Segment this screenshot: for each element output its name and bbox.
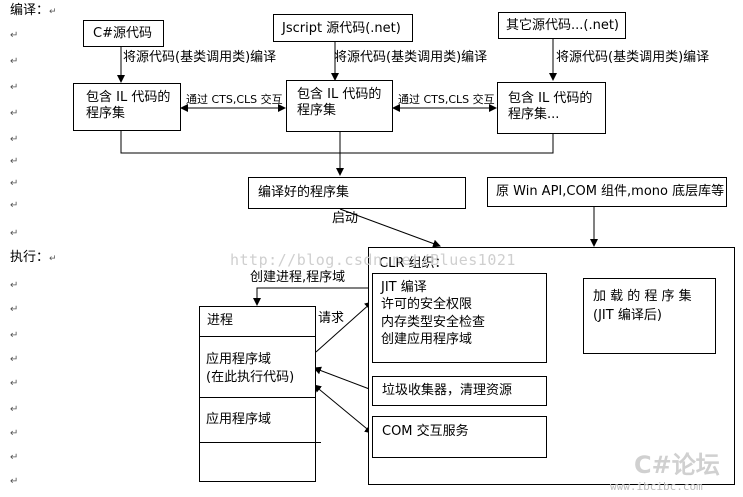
source-other-box: 其它源代码...(.net) bbox=[498, 12, 626, 39]
com-interop-box: COM 交互服务 bbox=[372, 416, 547, 458]
source-jscript-box: Jscript 源代码(.net) bbox=[273, 14, 413, 42]
native-libs-box: 原 Win API,COM 组件,mono 底层库等 bbox=[487, 177, 727, 207]
app-domain-1: 应用程序域 (在此执行代码) bbox=[206, 352, 295, 386]
compile-arrow-label-3: 将源代码(基类调用类)编译 bbox=[556, 50, 710, 65]
request-label: 请求 bbox=[318, 311, 345, 326]
start-label: 启动 bbox=[332, 211, 359, 226]
source-jscript-label: Jscript 源代码(.net) bbox=[282, 21, 401, 36]
execute-section-label: 执行：↵ bbox=[10, 250, 57, 265]
compile-arrow-label-2: 将源代码(基类调用类)编译 bbox=[334, 50, 488, 65]
clr-services-box: JIT 编译 许可的安全权限 内存类型安全检查 创建应用程序域 bbox=[372, 273, 547, 363]
gc-label: 垃圾收集器，清理资源 bbox=[382, 383, 513, 398]
native-libs-label: 原 Win API,COM 组件,mono 底层库等 bbox=[496, 184, 725, 199]
blog-watermark: http://blog.csdn.net/Blues1021 bbox=[230, 251, 516, 269]
process-divider-1 bbox=[199, 336, 316, 337]
il-assembly-label: 包含 IL 代码的 程序集 bbox=[297, 87, 382, 119]
interop-label-1: 通过 CTS,CLS 交互 bbox=[186, 93, 283, 106]
process-divider-2 bbox=[199, 397, 316, 398]
compile-arrow-label-1: 将源代码(基类调用类)编译 bbox=[123, 50, 277, 65]
com-interop-label: COM 交互服务 bbox=[382, 424, 469, 439]
il-assembly-label: 包含 IL 代码的 程序集 bbox=[86, 90, 171, 122]
clr-services-label: JIT 编译 许可的安全权限 内存类型安全检查 创建应用程序域 bbox=[381, 280, 486, 347]
il-assembly-box-3: 包含 IL 代码的 程序集... bbox=[497, 82, 606, 134]
source-csharp-label: C#源代码 bbox=[93, 26, 152, 41]
gc-box: 垃圾收集器，清理资源 bbox=[372, 376, 547, 406]
compiled-assembly-box: 编译好的程序集 bbox=[248, 177, 466, 209]
loaded-assemblies-box: 加 载 的 程 序 集 (JIT 编译后) bbox=[583, 278, 716, 354]
process-divider-3 bbox=[199, 442, 321, 443]
process-title: 进程 bbox=[207, 313, 234, 328]
compile-section-label: 编译：↵ bbox=[10, 3, 57, 18]
compiled-assembly-label: 编译好的程序集 bbox=[258, 185, 350, 200]
process-box: 进程 bbox=[199, 306, 316, 482]
create-process-label: 创建进程,程序域 bbox=[250, 270, 346, 285]
app-domain-2: 应用程序域 bbox=[206, 412, 272, 427]
il-assembly-box-2: 包含 IL 代码的 程序集 bbox=[286, 80, 393, 132]
interop-label-2: 通过 CTS,CLS 交互 bbox=[398, 93, 495, 106]
source-csharp-box: C#源代码 bbox=[83, 20, 164, 47]
brand-watermark: C#论坛 www.ibcibc.com bbox=[610, 451, 720, 493]
il-assembly-box-1: 包含 IL 代码的 程序集 bbox=[73, 83, 181, 131]
source-other-label: 其它源代码...(.net) bbox=[506, 18, 620, 33]
clr-title: CLR 组织： bbox=[379, 256, 448, 271]
loaded-assemblies-label: 加 载 的 程 序 集 (JIT 编译后) bbox=[593, 289, 692, 323]
il-assembly-label: 包含 IL 代码的 程序集... bbox=[508, 91, 593, 123]
